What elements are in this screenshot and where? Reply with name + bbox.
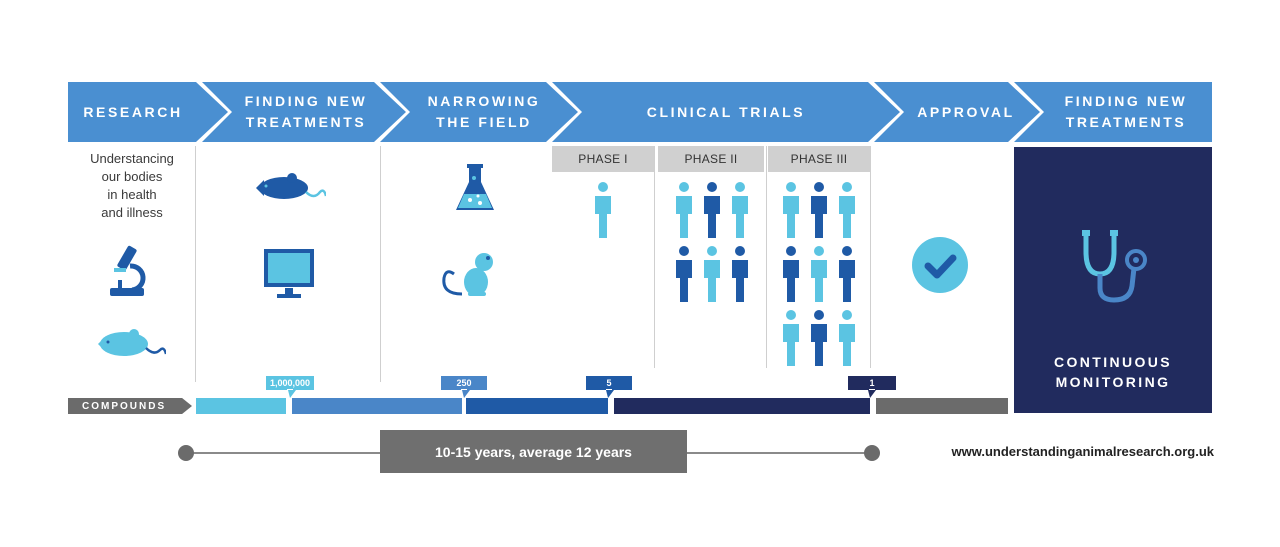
research-description: Understancing our bodies in health and i…	[90, 151, 174, 220]
stage-label-clinical: CLINICAL TRIALS	[646, 103, 806, 120]
person-icon	[704, 246, 720, 302]
stage-finding-chevron	[202, 82, 406, 142]
source-url[interactable]: www.understandinganimalresearch.org.uk	[951, 444, 1214, 459]
mouse-icon	[98, 329, 166, 356]
stage-label-narrowing: NARROWING THE FIELD	[427, 93, 541, 130]
compounds-segment	[876, 398, 1008, 414]
person-icon	[732, 182, 748, 238]
person-icon	[811, 182, 827, 238]
stage-clinical-chevron	[552, 82, 900, 142]
person-icon	[811, 310, 827, 366]
person-icon	[704, 182, 720, 238]
stage-label-approval: APPROVAL	[917, 103, 1015, 120]
column-divider	[654, 146, 655, 368]
person-icon	[783, 182, 799, 238]
check-icon	[912, 237, 968, 293]
phase-header-1: PHASE I	[552, 146, 654, 172]
stethoscope-icon	[1082, 230, 1147, 303]
column-divider	[766, 146, 767, 368]
microscope-icon	[110, 245, 146, 296]
timeline-start-dot	[178, 445, 194, 461]
stage-approval-chevron	[874, 82, 1040, 142]
stage-narrowing-chevron	[380, 82, 578, 142]
column-divider	[380, 146, 381, 382]
person-icon	[676, 182, 692, 238]
compounds-segment	[292, 398, 462, 414]
flask-icon	[456, 164, 494, 210]
monitor-icon	[264, 249, 314, 298]
phase-header-3: PHASE III	[768, 146, 870, 172]
stage-research-chevron	[68, 82, 228, 142]
phase-header-2: PHASE II	[658, 146, 764, 172]
person-icon	[783, 310, 799, 366]
person-icon	[676, 246, 692, 302]
monitoring-panel	[1014, 147, 1212, 413]
timeline-duration: 10-15 years, average 12 years	[380, 430, 687, 473]
person-icon	[839, 246, 855, 302]
person-icon	[839, 182, 855, 238]
stage-label-final: FINDING NEW TREATMENTS	[1064, 93, 1188, 130]
compounds-label: COMPOUNDS	[68, 398, 192, 414]
stage-label-finding: FINDING NEW TREATMENTS	[244, 93, 368, 130]
compounds-segment	[466, 398, 608, 414]
compounds-segment	[196, 398, 286, 414]
compounds-segment	[614, 398, 870, 414]
stage-label-research: RESEARCH	[83, 103, 183, 120]
mouse-icon	[256, 173, 326, 199]
timeline-end-dot	[864, 445, 880, 461]
stage-final-chevron	[1014, 82, 1212, 142]
person-icon	[783, 246, 799, 302]
person-icon	[811, 246, 827, 302]
person-icon	[839, 310, 855, 366]
person-icon	[732, 246, 748, 302]
person-icon	[595, 182, 611, 238]
rat-icon	[442, 253, 493, 296]
column-divider	[195, 146, 196, 382]
column-divider	[870, 146, 871, 368]
monitoring-label: CONTINUOUS MONITORING	[1053, 354, 1173, 390]
